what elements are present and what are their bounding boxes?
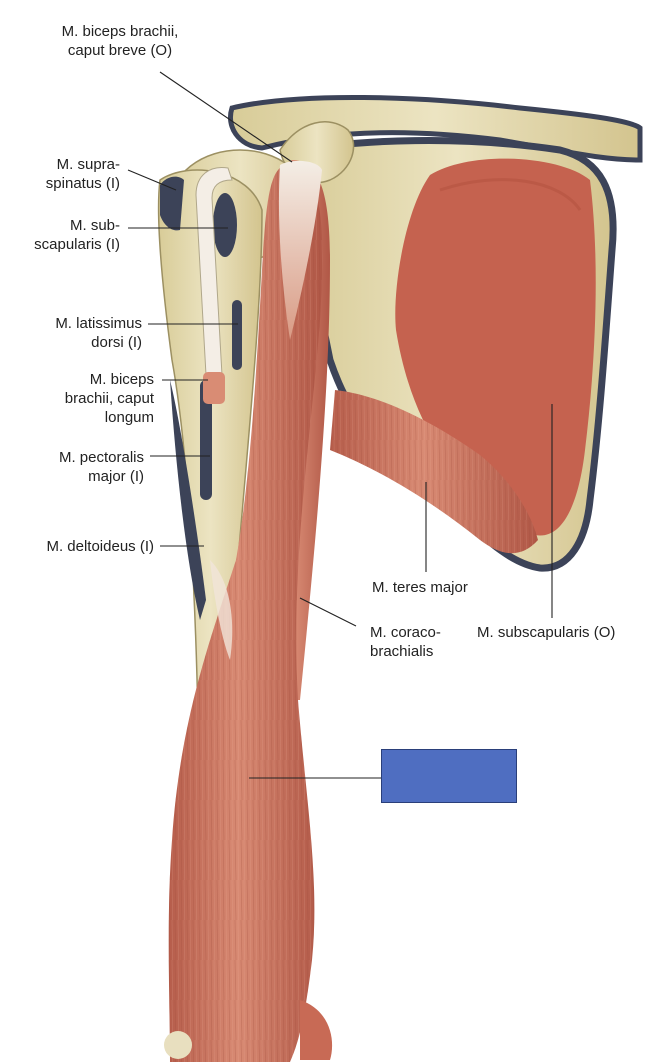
label-line: major (I) [88,468,144,485]
supraspinatus-insertion [160,176,184,231]
deltoideus-insertion [170,380,206,620]
label-line: dorsi (I) [91,334,142,351]
subscapularis-insertion [213,193,237,257]
label-line: brachii, caput [64,390,154,407]
label-line: M. coraco- [370,624,441,641]
label-teres-major: M. teres major [372,578,502,597]
label-line: spinatus (I) [45,175,120,192]
label-line: M. teres major [372,579,468,596]
leader-lines [127,71,553,779]
label-deltoideus: M. deltoideus (I) [10,537,154,556]
label-line: M. pectoralis [58,449,144,466]
label-line: M. sub- [69,217,120,234]
pectoralis-insertion [200,380,212,500]
label-line: M. biceps brachii, [61,23,179,40]
label-supraspinatus: M. supra- spinatus (I) [20,155,120,193]
label-line: M. supra- [56,156,120,173]
latissimus-insertion [232,300,242,370]
label-line: M. latissimus [55,315,142,332]
leader-coracobrachialis [299,597,357,627]
label-pectoralis: M. pectoralis major (I) [20,448,144,486]
label-line: brachialis [370,643,434,660]
label-coracobrachialis: M. coraco- brachialis [370,623,470,661]
label-line: M. biceps [89,371,154,388]
label-line: caput breve (O) [67,42,173,59]
leader-supraspinatus [127,169,177,191]
hidden-label-box[interactable] [381,749,517,803]
label-subscapularis-origin: M. subscapularis (O) [477,623,647,642]
label-biceps-short-head: M. biceps brachii, caput breve (O) [40,22,200,60]
leader-biceps-short [159,71,293,163]
label-line: M. subscapularis (O) [477,624,616,641]
label-biceps-long-head: M. biceps brachii, caput longum [20,370,154,427]
biceps-long-head-stump [203,372,225,404]
label-latissimus: M. latissimus dorsi (I) [20,314,142,352]
label-line: scapularis (I) [34,236,120,253]
label-line: longum [104,409,154,426]
label-subscapularis-insertion: M. sub- scapularis (I) [10,216,120,254]
biceps-short-head-tendon [278,160,322,340]
label-line: M. deltoideus (I) [46,538,154,555]
